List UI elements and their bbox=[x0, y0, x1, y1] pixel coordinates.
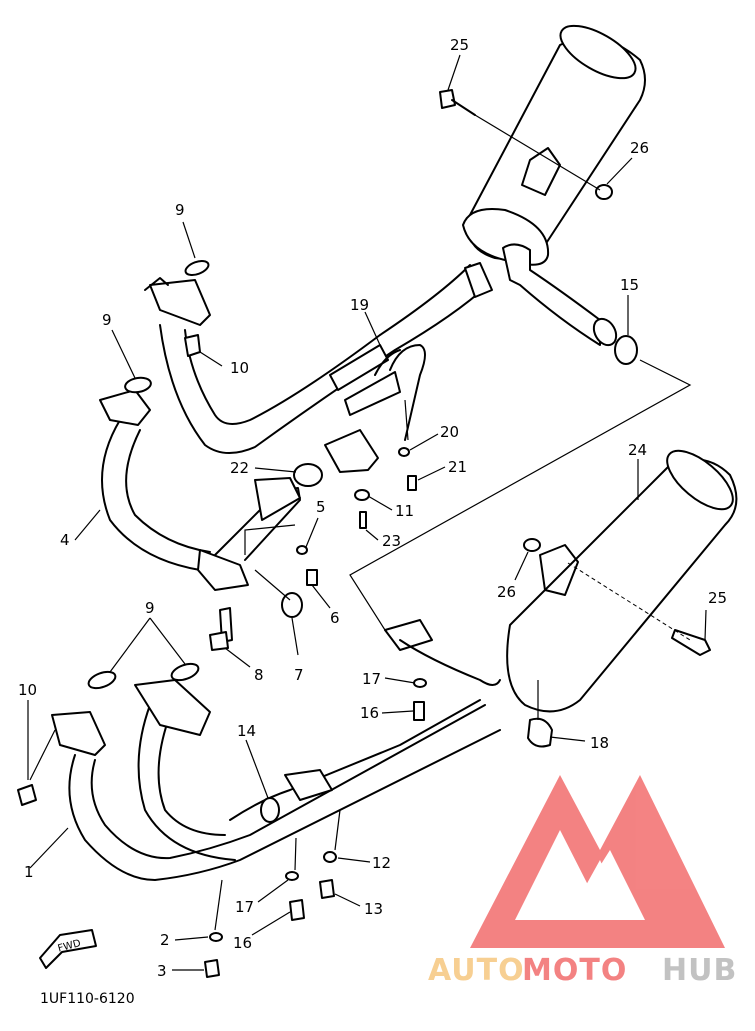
callout-11: 24 bbox=[628, 441, 647, 459]
callout-5: 5 bbox=[316, 498, 326, 516]
callout-9: 9 bbox=[175, 201, 185, 219]
assembly-guide-lines bbox=[29, 114, 692, 931]
callout-9: 9 bbox=[102, 311, 112, 329]
fwd-arrow-icon: FWD bbox=[39, 929, 97, 969]
callout-9: 9 bbox=[145, 599, 155, 617]
lower-muffler bbox=[506, 449, 738, 748]
joint-clamp-upper bbox=[293, 429, 417, 529]
callout-20: 20 bbox=[440, 423, 459, 441]
diagram-code: 1UF110-6120 bbox=[40, 991, 135, 1007]
callout-18: 18 bbox=[590, 734, 609, 752]
callout-17: 17 bbox=[362, 670, 381, 688]
callout-25: 25 bbox=[708, 589, 727, 607]
callout-16: 16 bbox=[233, 934, 252, 952]
callout-7: 7 bbox=[294, 666, 304, 684]
callout-14: 14 bbox=[237, 722, 256, 740]
callout-2: 2 bbox=[160, 931, 170, 949]
callout-24: 11 bbox=[395, 502, 414, 520]
callout-19: 19 bbox=[350, 296, 369, 314]
watermark-brand-moto: MOTO bbox=[522, 953, 627, 988]
watermark-brand-hub: HUB bbox=[662, 953, 737, 988]
callout-8: 8 bbox=[254, 666, 264, 684]
watermark-brand-auto: AUTO bbox=[428, 953, 525, 988]
callout-13: 13 bbox=[364, 900, 383, 918]
callout-labels: 25 26 9 10 19 15 9 20 22 21 24 11 4 5 23… bbox=[18, 36, 727, 980]
callout-3: 3 bbox=[157, 962, 167, 980]
callout-22: 22 bbox=[230, 459, 249, 477]
callout-17: 17 bbox=[235, 898, 254, 916]
automotohub-watermark: AUTO MOTO HUB bbox=[428, 775, 737, 988]
callout-25: 25 bbox=[450, 36, 469, 54]
callout-12: 12 bbox=[372, 854, 391, 872]
upper-pipe-assembly bbox=[144, 260, 493, 454]
callout-10: 10 bbox=[230, 359, 249, 377]
upper-muffler bbox=[462, 24, 646, 347]
exhaust-pipe-1 bbox=[17, 619, 501, 881]
callout-leaders bbox=[27, 54, 707, 971]
small-hardware bbox=[204, 89, 638, 978]
callout-16: 16 bbox=[360, 704, 379, 722]
callout-6: 6 bbox=[330, 609, 340, 627]
exhaust-pipe-4 bbox=[99, 376, 318, 643]
callout-26: 26 bbox=[630, 139, 649, 157]
callout-21: 21 bbox=[448, 458, 467, 476]
callout-15: 15 bbox=[620, 276, 639, 294]
watermark-logo-icon bbox=[470, 775, 725, 948]
callout-4: 4 bbox=[60, 531, 70, 549]
callout-23: 23 bbox=[382, 532, 401, 550]
callout-10: 10 bbox=[18, 681, 37, 699]
callout-26: 26 bbox=[497, 583, 516, 601]
callout-1: 1 bbox=[24, 863, 34, 881]
